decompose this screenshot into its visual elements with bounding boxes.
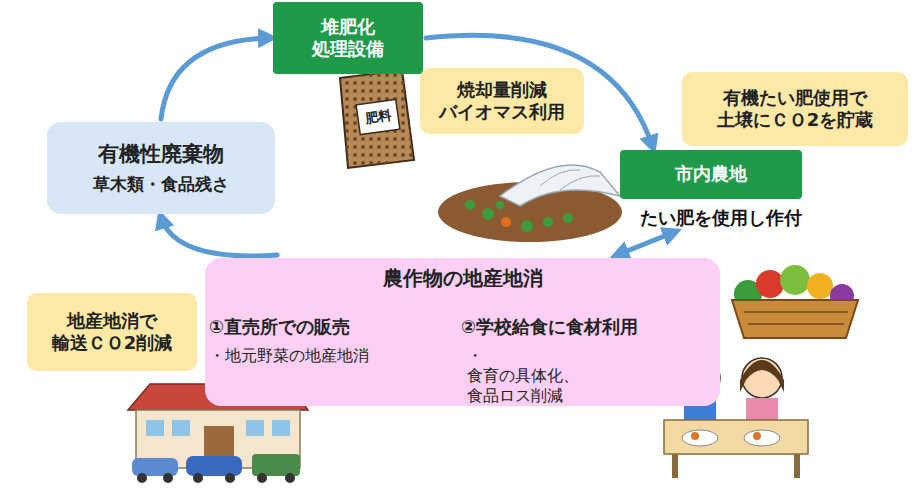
band-item: ・地元野菜の地産地消	[209, 346, 369, 366]
bag-label: 肥料	[364, 106, 392, 127]
callout-box: 焼却量削減 バイオマス利用	[420, 68, 584, 134]
box-subtitle: 草木類・食品残さ	[93, 174, 229, 195]
flow-arrow	[161, 38, 270, 119]
farmland-note: たい肥を使用し作付	[640, 207, 802, 230]
box-title: 焼却量削減 バイオマス利用	[439, 79, 565, 124]
callout-box: 地産地消で 輸送ＣＯ2削減	[27, 293, 197, 371]
waste-box: 有機性廃棄物草木類・食品残さ	[47, 122, 275, 214]
farm-field	[438, 165, 622, 242]
compost-facility-box: 堆肥化 処理設備	[273, 2, 423, 74]
box-title: 有機性廃棄物	[98, 141, 224, 167]
farmland-heading: 市内農地	[620, 150, 802, 199]
flow-arrow	[161, 217, 277, 256]
callout-box: 有機たい肥使用で 土壌にＣＯ2を貯蔵	[682, 72, 908, 146]
band-item: ①直売所での販売	[209, 316, 350, 339]
farmland-node: 市内農地たい肥を使用し作付	[620, 150, 802, 229]
vegetable-basket	[732, 265, 858, 338]
box-title: 有機たい肥使用で 土壌にＣＯ2を貯蔵	[717, 87, 874, 132]
box-title: 地産地消で 輸送ＣＯ2削減	[52, 310, 173, 355]
band-item: ②学校給食に食材利用	[461, 316, 638, 339]
local-consumption-band: 農作物の地産地消 ①直売所での販売・地元野菜の地産地消 ②学校給食に食材利用・食育の…	[205, 258, 720, 406]
fertilizer-bag	[340, 70, 414, 168]
flow-arrow	[617, 232, 675, 255]
band-title: 農作物の地産地消	[205, 266, 720, 291]
band-item: ・食育の具体化、 食品ロス削減	[467, 346, 579, 406]
box-title: 堆肥化 処理設備	[312, 16, 384, 61]
